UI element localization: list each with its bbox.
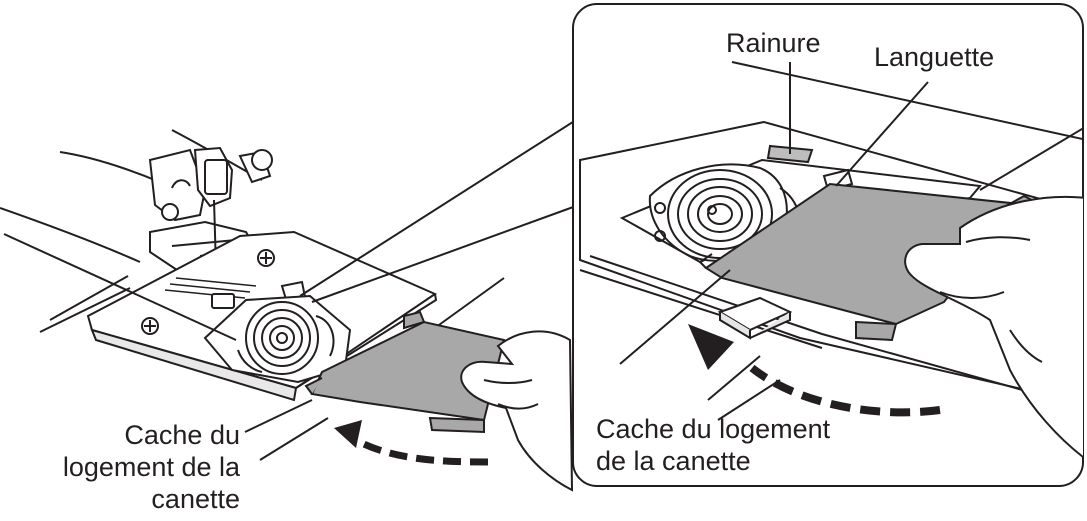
label-left-bobbin-cover-line3: canette <box>151 484 240 514</box>
label-left-bobbin-cover-line2: logement de la <box>62 452 240 482</box>
bobbin-case-left <box>203 294 352 384</box>
label-right-bobbin-cover-line2: de la canette <box>596 446 751 476</box>
label-rainure: Rainure <box>726 28 821 58</box>
hand-left <box>460 330 574 492</box>
bobbin-cover-left <box>304 310 506 434</box>
detail-thread-lines <box>619 269 761 401</box>
hand-detail <box>904 195 1083 462</box>
label-right-bobbin-cover-line1: Cache du logement <box>596 414 831 444</box>
leader-lines-left <box>244 399 329 461</box>
thread-lines-left <box>3 233 505 341</box>
label-left-bobbin-cover-line1: Cache du <box>124 420 240 450</box>
zoom-callout-lines <box>299 119 577 303</box>
slide-block-detail <box>717 296 793 340</box>
label-languette: Languette <box>874 42 995 72</box>
insert-arrow-detail <box>688 324 941 417</box>
insert-arrow-left <box>334 420 489 466</box>
detail-leader-lines <box>717 62 929 421</box>
